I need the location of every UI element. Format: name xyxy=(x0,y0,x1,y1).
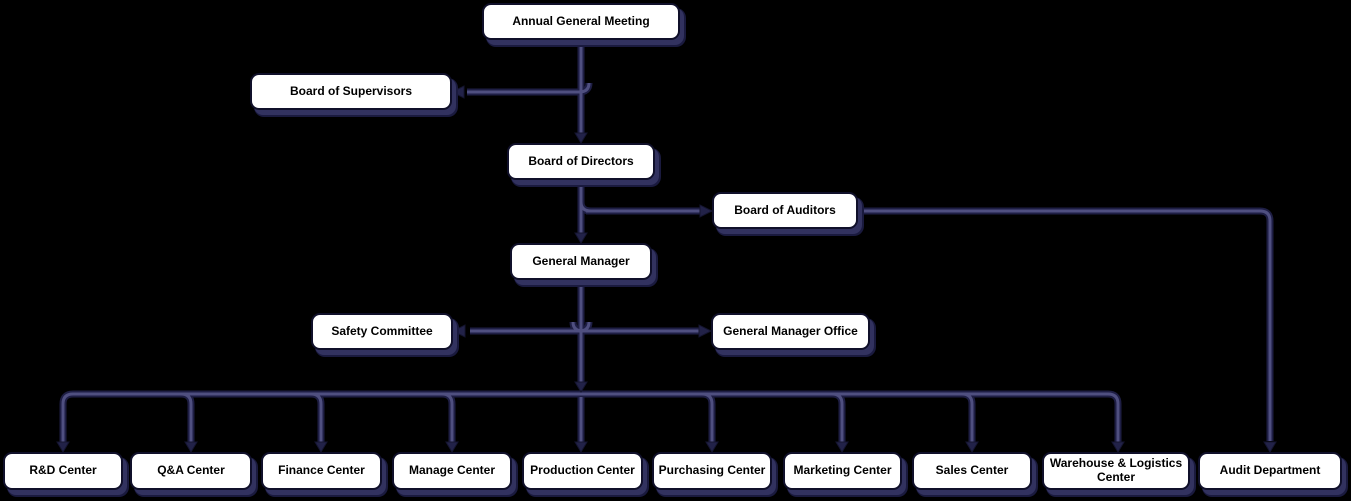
node-finance-center: Finance Center xyxy=(261,452,382,490)
arrow-down-icon xyxy=(574,441,588,453)
node-annual-general-meeting: Annual General Meeting xyxy=(482,3,680,40)
arrow-down-icon xyxy=(1263,441,1277,453)
node-qa-center: Q&A Center xyxy=(130,452,252,490)
arrow-left-icon xyxy=(450,85,465,99)
node-safety-committee: Safety Committee xyxy=(311,313,453,350)
node-warehouse-logistics-center: Warehouse & Logistics Center xyxy=(1042,452,1190,490)
arrow-right-icon xyxy=(698,324,713,338)
node-marketing-center: Marketing Center xyxy=(783,452,902,490)
node-audit-department: Audit Department xyxy=(1198,452,1342,490)
node-board-of-auditors: Board of Auditors xyxy=(712,192,858,229)
node-rd-center: R&D Center xyxy=(3,452,123,490)
arrow-down-icon xyxy=(314,441,328,453)
arrow-right-icon xyxy=(699,204,714,218)
arrow-down-icon xyxy=(56,441,70,453)
arrow-down-icon xyxy=(705,441,719,453)
node-manage-center: Manage Center xyxy=(392,452,512,490)
arrow-down-icon xyxy=(574,132,588,144)
node-purchasing-center: Purchasing Center xyxy=(652,452,772,490)
arrow-left-icon xyxy=(451,324,466,338)
connector-arrows xyxy=(56,85,1277,453)
node-sales-center: Sales Center xyxy=(912,452,1032,490)
node-board-of-supervisors: Board of Supervisors xyxy=(250,73,452,110)
arrow-down-icon xyxy=(965,441,979,453)
arrow-down-icon xyxy=(445,441,459,453)
arrow-down-icon xyxy=(184,441,198,453)
node-general-manager-office: General Manager Office xyxy=(711,313,870,350)
arrow-down-icon xyxy=(574,232,588,244)
arrow-down-icon xyxy=(574,381,588,393)
node-board-of-directors: Board of Directors xyxy=(507,143,655,180)
arrow-down-icon xyxy=(835,441,849,453)
arrow-down-icon xyxy=(1111,441,1125,453)
node-general-manager: General Manager xyxy=(510,243,652,280)
node-production-center: Production Center xyxy=(522,452,643,490)
